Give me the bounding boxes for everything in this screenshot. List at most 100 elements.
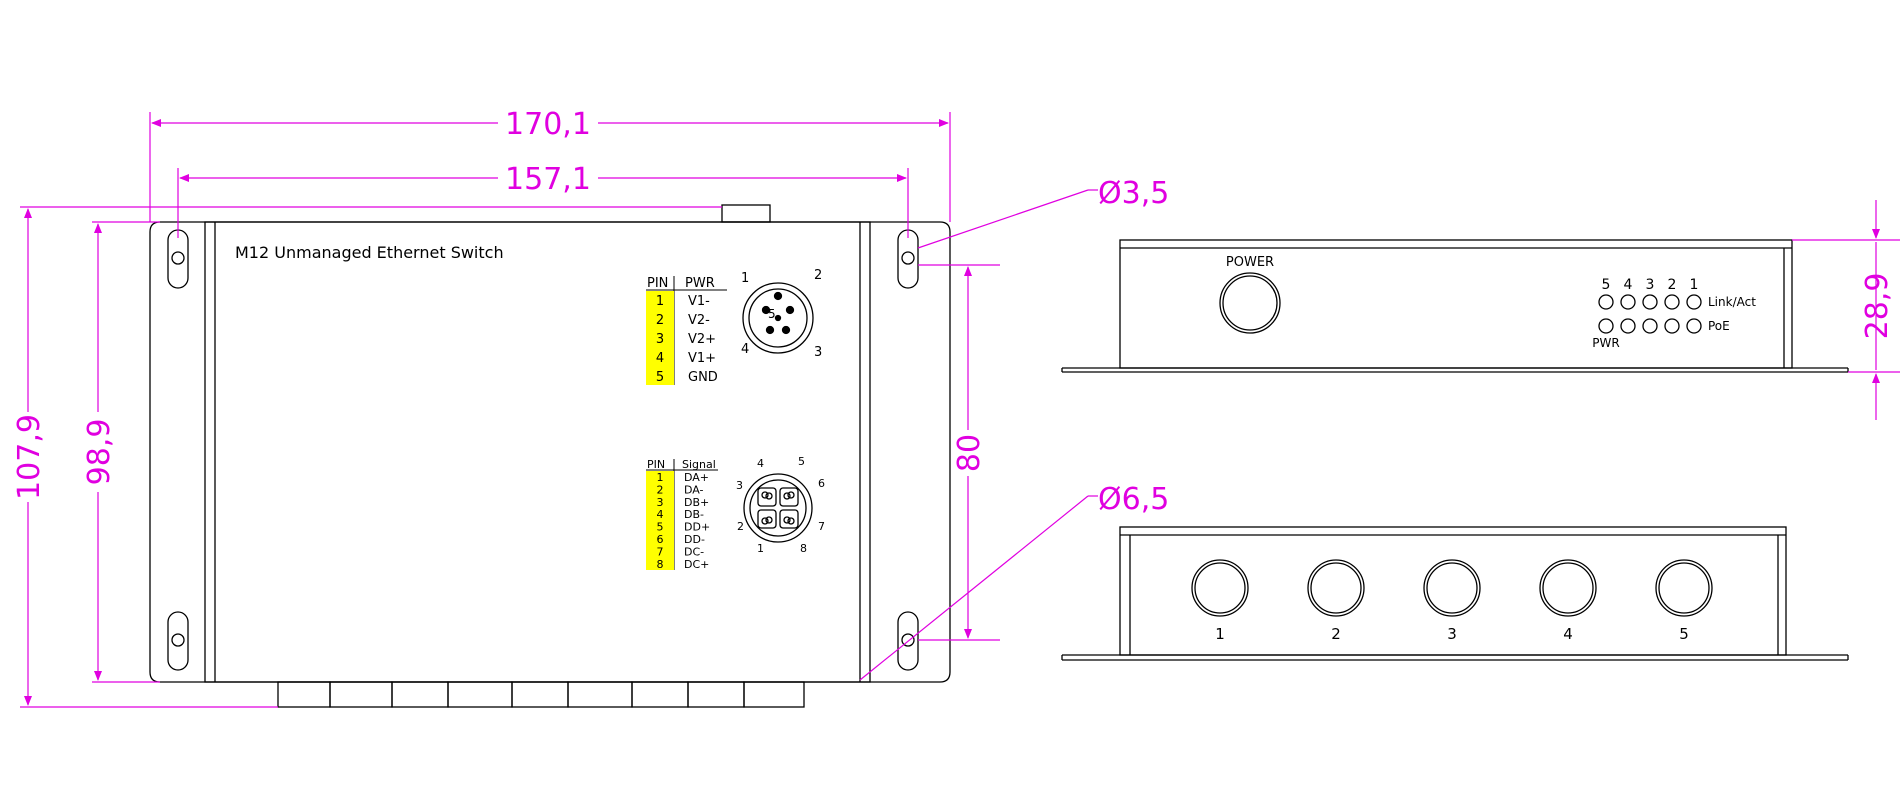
table-row-pin: 6 bbox=[657, 533, 664, 546]
table-row-value: DA- bbox=[684, 483, 704, 496]
led-port-number: 1 bbox=[1690, 277, 1699, 293]
m12-port bbox=[1539, 559, 1597, 617]
poe-led bbox=[1620, 318, 1636, 334]
table-row-value: DC- bbox=[684, 545, 704, 558]
connector-pin-label: 6 bbox=[818, 477, 825, 490]
port-number: 4 bbox=[1563, 625, 1573, 643]
link-act-led bbox=[1664, 294, 1680, 310]
pin-highlight bbox=[646, 291, 674, 385]
table-row-value: DB- bbox=[684, 508, 704, 521]
link-act-led bbox=[1642, 294, 1658, 310]
connector-pin-label: 5 bbox=[768, 307, 776, 321]
table-row-value: DD- bbox=[684, 533, 705, 546]
table-header-pwr: PWR bbox=[685, 276, 715, 291]
poe-label: PoE bbox=[1708, 319, 1730, 333]
power-connector bbox=[1219, 272, 1281, 334]
side-view bbox=[1061, 526, 1849, 661]
table-row-value: V1- bbox=[688, 294, 710, 309]
connector-pin-label: 4 bbox=[741, 342, 749, 357]
connector-pin-label: 2 bbox=[814, 268, 822, 283]
power-m12-connector bbox=[742, 282, 814, 354]
dim-overall-width: 170,1 bbox=[151, 107, 949, 142]
pin-highlight bbox=[646, 471, 674, 570]
m12-port bbox=[1191, 559, 1249, 617]
m12-port-inner bbox=[1658, 562, 1710, 614]
link-act-led bbox=[1620, 294, 1636, 310]
dim-label: 28,9 bbox=[1860, 273, 1895, 340]
poe-led bbox=[1642, 318, 1658, 334]
top-view-body bbox=[1119, 239, 1793, 369]
dim-label: 170,1 bbox=[505, 107, 591, 142]
connector-pin-label: 7 bbox=[818, 520, 825, 533]
dim-body-height: 98,9 bbox=[82, 223, 117, 681]
mounting-flange bbox=[149, 221, 951, 683]
led-port-number: 5 bbox=[1602, 277, 1611, 293]
keyhole-slot bbox=[897, 611, 919, 671]
table-row-pin: 2 bbox=[656, 313, 664, 328]
port-number: 1 bbox=[1215, 625, 1225, 643]
dim-depth: 28,9 bbox=[1860, 200, 1895, 420]
table-row-value: DD+ bbox=[684, 521, 710, 534]
table-row-value: DB+ bbox=[684, 496, 709, 509]
top-tab bbox=[721, 204, 771, 223]
led-port-number: 3 bbox=[1646, 277, 1655, 293]
m12-port-inner bbox=[1542, 562, 1594, 614]
led-port-number: 2 bbox=[1668, 277, 1677, 293]
dim-overall-height: 107,9 bbox=[12, 208, 47, 706]
table-row-pin: 4 bbox=[656, 351, 664, 366]
dim-hole-large-diameter: Ø6,5 bbox=[1098, 482, 1169, 517]
table-row-pin: 8 bbox=[657, 558, 664, 571]
table-row-pin: 1 bbox=[657, 471, 664, 484]
signal-m12-connector bbox=[743, 473, 813, 543]
dim-label: 98,9 bbox=[82, 419, 117, 486]
keyhole-slot bbox=[167, 611, 189, 671]
port-number: 3 bbox=[1447, 625, 1457, 643]
link-act-led bbox=[1598, 294, 1614, 310]
device-title: M12 Unmanaged Ethernet Switch bbox=[235, 243, 504, 262]
side-view-body bbox=[1119, 526, 1787, 656]
port-number: 5 bbox=[1679, 625, 1689, 643]
table-row-value: GND bbox=[688, 370, 718, 385]
connector-pin-label: 5 bbox=[798, 455, 805, 468]
m12-port bbox=[1423, 559, 1481, 617]
poe-led bbox=[1664, 318, 1680, 334]
table-row-pin: 7 bbox=[657, 545, 664, 558]
front-view bbox=[149, 204, 951, 708]
table-row-value: DA+ bbox=[684, 471, 709, 484]
power-label: POWER bbox=[1226, 255, 1274, 270]
table-row-value: DC+ bbox=[684, 558, 709, 571]
table-row-pin: 3 bbox=[656, 332, 664, 347]
poe-led bbox=[1598, 318, 1614, 334]
dim-hole-pitch-height: 80 bbox=[952, 266, 987, 639]
table-header-signal: Signal bbox=[682, 458, 716, 471]
m12-port bbox=[1307, 559, 1365, 617]
pwr-label: PWR bbox=[1592, 336, 1619, 350]
connector-pin-label: 3 bbox=[814, 345, 822, 360]
connector-pin-label: 4 bbox=[757, 457, 764, 470]
table-header-pin: PIN bbox=[647, 276, 668, 291]
table-row-value: V2- bbox=[688, 313, 710, 328]
table-header-pin: PIN bbox=[647, 458, 665, 471]
m12-port-inner bbox=[1194, 562, 1246, 614]
connector-pin-label: 2 bbox=[737, 520, 744, 533]
table-row-value: V1+ bbox=[688, 351, 716, 366]
table-row-pin: 4 bbox=[657, 508, 664, 521]
top-view bbox=[1061, 239, 1849, 373]
dim-hole-small-diameter: Ø3,5 bbox=[1098, 176, 1169, 211]
poe-led bbox=[1686, 318, 1702, 334]
connector-pin-label: 3 bbox=[736, 479, 743, 492]
table-row-pin: 2 bbox=[657, 483, 664, 496]
m12-port-inner bbox=[1426, 562, 1478, 614]
connector-pin-label: 1 bbox=[741, 271, 749, 286]
dim-label: 157,1 bbox=[505, 162, 591, 197]
led-port-number: 4 bbox=[1624, 277, 1633, 293]
connector-pin-label: 1 bbox=[757, 542, 764, 555]
keyhole-slot bbox=[897, 229, 919, 289]
m12-port-inner bbox=[1310, 562, 1362, 614]
dim-label: 107,9 bbox=[12, 414, 47, 500]
m12-port bbox=[1655, 559, 1713, 617]
link-act-label: Link/Act bbox=[1708, 295, 1756, 309]
